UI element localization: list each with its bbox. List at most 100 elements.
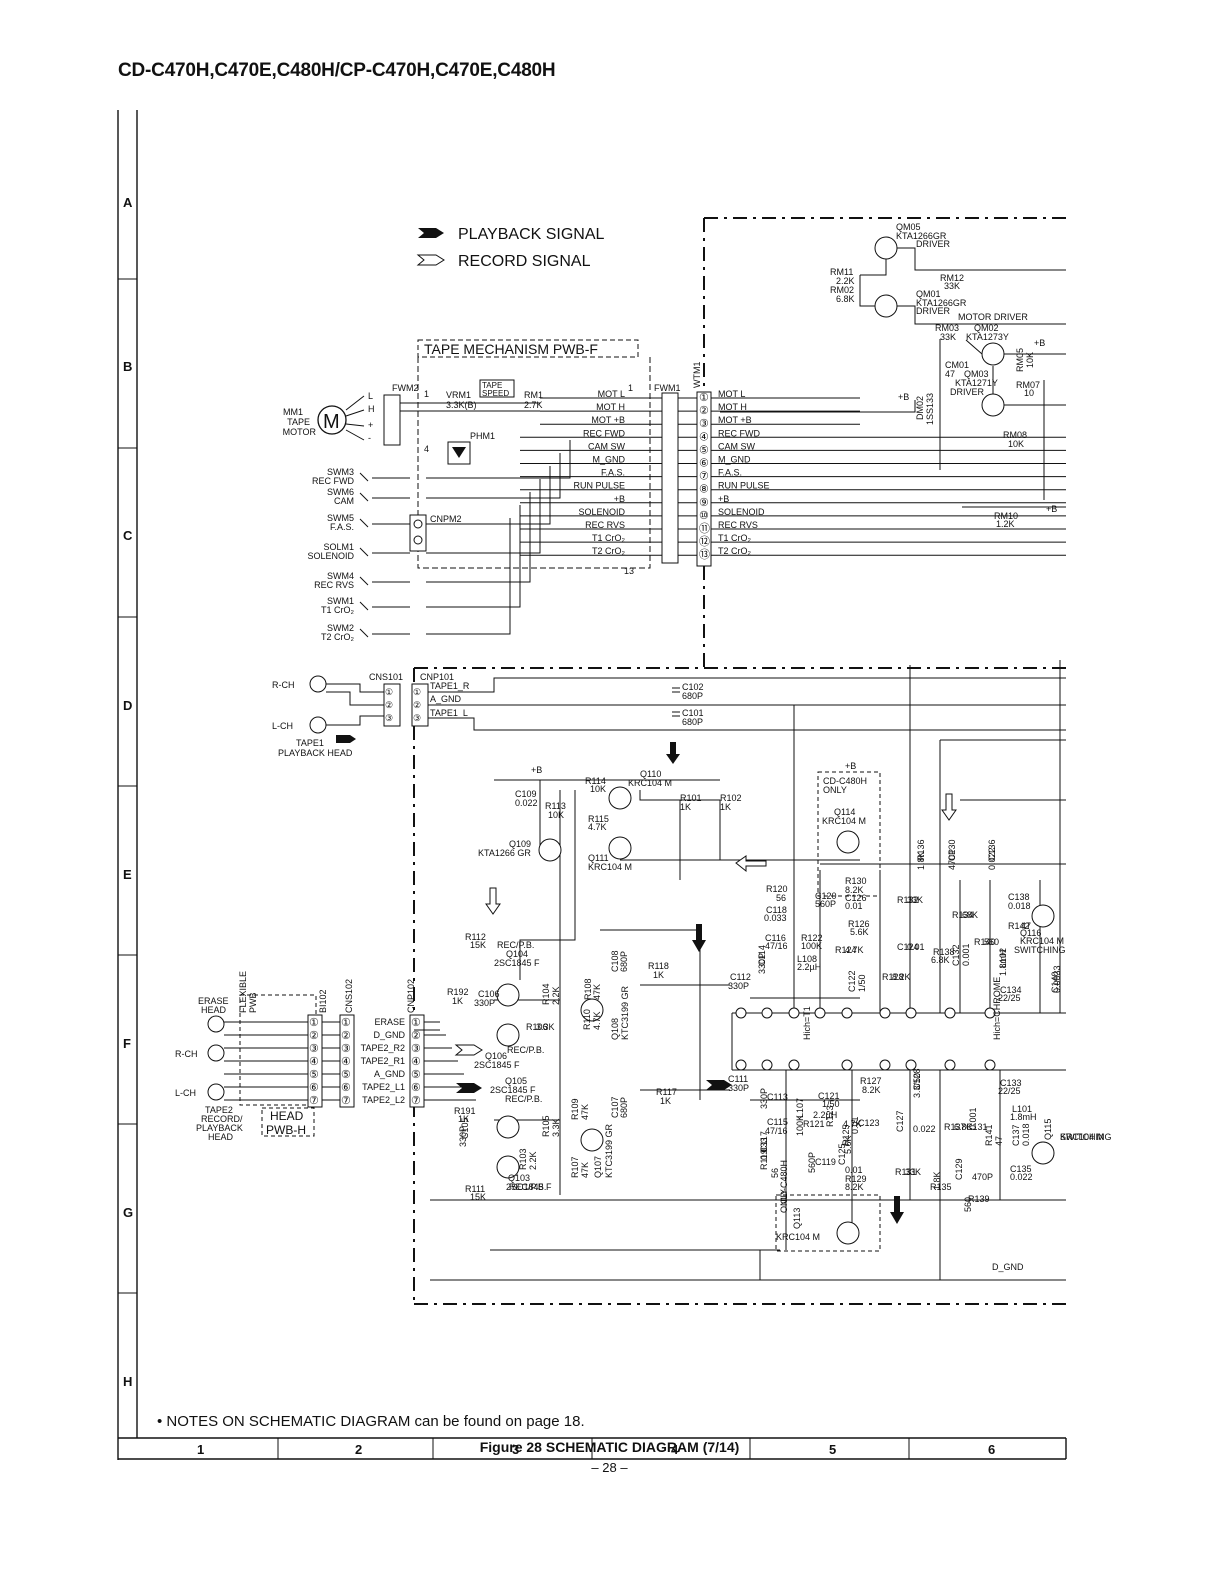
svg-text:FWM2: FWM2	[392, 383, 419, 393]
amp-label: C128	[912, 1068, 922, 1090]
svg-text:RECORD/: RECORD/	[201, 1114, 243, 1124]
svg-text:A_GND: A_GND	[430, 694, 462, 704]
mech-signal-label: T1 CrO₂	[592, 533, 626, 543]
svg-text:DRIVER: DRIVER	[916, 239, 951, 249]
amp-label: CD-C480H	[823, 776, 867, 786]
amp-label: 1/50	[822, 1099, 840, 1109]
svg-text:RM12: RM12	[940, 273, 964, 283]
grid-row-label: E	[123, 867, 132, 882]
amp-label: 1K	[458, 1114, 469, 1124]
amp-label: C120	[815, 891, 837, 901]
svg-text:CM01: CM01	[945, 360, 969, 370]
grid-row-label: C	[123, 528, 133, 543]
rec-signal-label: TAPE2_R2	[361, 1043, 405, 1053]
bi102-pin: ③	[309, 1043, 319, 1055]
wtm1-signal-label: F.A.S.	[718, 468, 742, 478]
switch-name: T2 CrO₂	[321, 632, 355, 642]
amp-label: SWITCHING	[1060, 1132, 1112, 1142]
amp-label: 0.018	[1021, 1123, 1031, 1146]
amp-label: REC/P.B.	[505, 1094, 542, 1104]
amp-label: 0.022	[515, 798, 538, 808]
svg-text:RM08: RM08	[1003, 430, 1027, 440]
amp-label: C112	[730, 972, 751, 982]
amp-label: 0.022	[987, 847, 997, 870]
amp-label: 0.018	[1008, 901, 1031, 911]
svg-text:FLEXIBLE: FLEXIBLE	[238, 971, 248, 1013]
amp-label: Q111	[588, 853, 609, 863]
amp-label: 6.8K	[931, 955, 950, 965]
bi102-pin: ⑦	[309, 1095, 319, 1107]
amp-label: 560	[984, 937, 999, 947]
cnp102-pin: ①	[411, 1017, 421, 1029]
svg-text:QM05: QM05	[896, 222, 921, 232]
amp-label: D_GND	[992, 1262, 1024, 1272]
erase-head-icon	[207, 1015, 225, 1033]
svg-text:HEAD: HEAD	[201, 1005, 227, 1015]
amp-label: ONLY	[823, 785, 847, 795]
amp-label: SWITCHING	[1014, 945, 1066, 955]
amp-label: R103	[518, 1148, 528, 1170]
switch-name: REC RVS	[314, 580, 354, 590]
amp-label: KTA1266 GR	[478, 848, 531, 858]
amp-label: Q105	[505, 1076, 527, 1086]
amp-label: Q115	[1043, 1119, 1053, 1140]
svg-text:10: 10	[1024, 388, 1034, 398]
amp-label: 4.7K	[588, 822, 607, 832]
mech-pin-number: ④	[699, 431, 709, 443]
mech-pin-number: ⑦	[699, 471, 709, 483]
amp-label: R120	[766, 884, 788, 894]
wtm1-signal-label: REC RVS	[718, 520, 758, 530]
amp-label: C124	[897, 942, 919, 952]
amp-label: 1K	[653, 970, 664, 980]
amp-label: Q107	[593, 1156, 603, 1178]
amp-label: 560P	[807, 1152, 817, 1173]
amp-label: 47K	[592, 984, 602, 1000]
svg-text:L: L	[368, 391, 373, 401]
svg-text:DRIVER: DRIVER	[916, 306, 951, 316]
amp-label: R112	[465, 932, 486, 942]
schematic-notes: • NOTES ON SCHEMATIC DIAGRAM can be foun…	[157, 1413, 585, 1430]
svg-text:1: 1	[424, 389, 429, 399]
svg-text:2.7K: 2.7K	[524, 400, 543, 410]
amp-label: CD-C480H	[779, 1160, 789, 1204]
amp-label: C122	[847, 970, 857, 992]
wtm1-signal-label: MOT L	[718, 389, 745, 399]
amp-label: 2SC1845 F	[474, 1060, 520, 1070]
svg-text:③: ③	[385, 713, 393, 723]
svg-text:680P: 680P	[682, 717, 703, 727]
legend-playback: PLAYBACK SIGNAL	[458, 226, 605, 243]
amp-label: C140	[1050, 971, 1060, 993]
svg-text:CNP101: CNP101	[420, 672, 454, 682]
mech-pin-number: ⑫	[699, 535, 710, 548]
svg-text:6.8K: 6.8K	[836, 294, 855, 304]
mech-pin-number: ⑥	[699, 458, 709, 470]
wtm1-signal-label: MOT H	[718, 402, 747, 412]
svg-text:PWB-H: PWB-H	[266, 1123, 306, 1137]
amp-label: 1.8K	[932, 1171, 942, 1190]
rec-signal-label: TAPE2_L2	[362, 1095, 405, 1105]
amp-label: 3.3K	[551, 1118, 561, 1137]
mech-signal-label: F.A.S.	[601, 468, 625, 478]
amp-label: 56	[770, 1168, 780, 1178]
amp-label: 560P	[815, 899, 836, 909]
amp-label: 0.01	[845, 1165, 863, 1175]
wtm1-signal-label: T2 CrO₂	[718, 546, 752, 556]
cns102-pin: ⑦	[341, 1095, 351, 1107]
wtm1-signal-label: +B	[718, 494, 729, 504]
svg-text:KTA1273Y: KTA1273Y	[966, 332, 1009, 342]
amp-label: C118	[766, 905, 787, 915]
svg-text:H: H	[368, 404, 375, 414]
amp-label: L108	[797, 954, 817, 964]
amp-label: R191	[454, 1106, 476, 1116]
grid-row-label: B	[123, 359, 132, 374]
amp-label: R106	[526, 1022, 548, 1032]
wtm1-signal-label: M_GND	[718, 455, 751, 465]
amp-option-boxes	[775, 771, 881, 1252]
svg-text:13: 13	[624, 566, 634, 576]
amp-label: 1.8mH	[1010, 1112, 1037, 1122]
amp-label: C121	[818, 1091, 840, 1101]
amp-label: REC/P.B.	[509, 1182, 546, 1192]
transistor-icon	[874, 236, 898, 260]
